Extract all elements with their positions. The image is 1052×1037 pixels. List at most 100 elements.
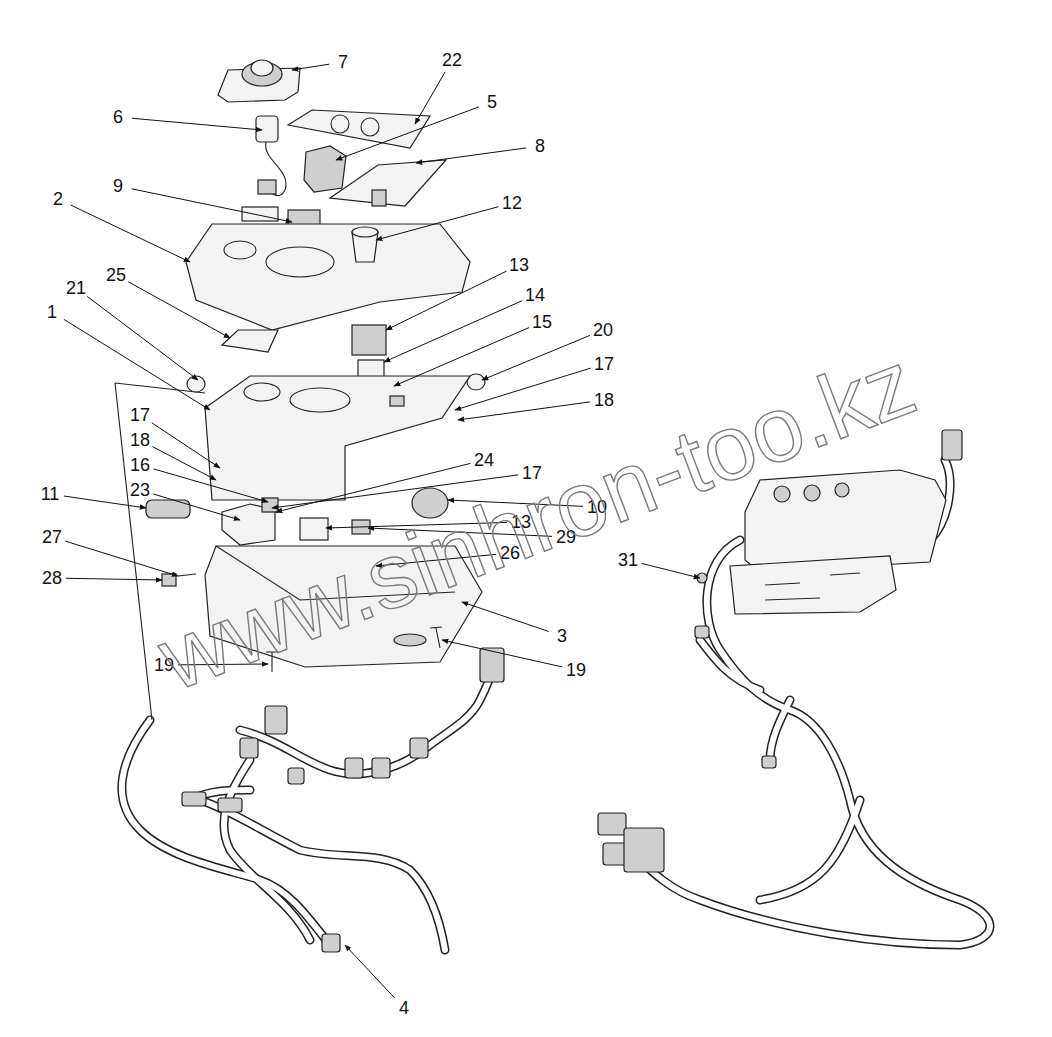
callout-number: 21	[64, 278, 88, 298]
panel-clip	[372, 190, 386, 206]
plug-connector	[624, 828, 664, 872]
right-assembly	[697, 470, 946, 614]
leader-line	[132, 189, 292, 222]
leader-line	[178, 664, 268, 666]
leader-line	[394, 328, 529, 386]
plug-connector	[265, 706, 287, 734]
callout-number: 18	[592, 390, 616, 410]
switch	[304, 146, 346, 192]
callout-number: 1	[45, 302, 59, 322]
frame-hole	[244, 383, 280, 401]
leader-line	[442, 640, 562, 667]
leader-line	[132, 118, 262, 130]
wire-harness	[122, 430, 990, 952]
cable	[224, 760, 310, 940]
leader-line	[455, 368, 591, 410]
plug-connector	[372, 758, 390, 778]
gasket	[288, 110, 430, 148]
connector	[412, 488, 448, 518]
callout-number: 13	[509, 512, 533, 532]
lower-shell	[205, 546, 482, 667]
callout-number: 15	[530, 312, 554, 332]
cover-hole	[224, 241, 256, 259]
plug-connector	[322, 934, 340, 952]
callout-number: 22	[440, 50, 464, 70]
callout-number: 14	[523, 285, 547, 305]
gasket-hole	[331, 115, 349, 133]
sensor	[256, 116, 278, 142]
leader-line	[152, 447, 216, 480]
cable	[760, 800, 860, 900]
bracket-slot	[765, 573, 860, 600]
leader-line	[376, 207, 498, 240]
left-assembly	[115, 60, 485, 720]
callout-number: 26	[498, 543, 522, 563]
callout-number: 19	[152, 655, 176, 675]
plug-connector	[182, 792, 206, 806]
callout-number: 11	[39, 484, 62, 504]
leader-line	[376, 554, 496, 566]
leader-line	[152, 423, 220, 468]
callout-number: 5	[485, 92, 499, 112]
knob	[835, 483, 849, 497]
switch-plate	[242, 207, 278, 221]
leader-line	[276, 463, 470, 512]
clip	[300, 518, 328, 540]
screw	[430, 627, 442, 648]
callout-number: 31	[616, 550, 640, 570]
leader-line	[272, 475, 518, 508]
knob	[774, 486, 790, 502]
callout-number: 17	[592, 354, 616, 374]
frame	[205, 376, 470, 500]
callout-number: 6	[111, 107, 125, 127]
callout-number: 8	[533, 136, 547, 156]
cable-outline	[760, 800, 860, 900]
cable	[700, 640, 760, 690]
callout-number: 4	[397, 998, 411, 1018]
leader-line	[71, 205, 190, 262]
shell-edge	[216, 546, 455, 600]
plug-connector	[288, 768, 304, 784]
callout-number: 27	[40, 527, 64, 547]
leader-line	[642, 563, 700, 578]
callout-number: 28	[40, 568, 64, 588]
switch-block	[352, 325, 386, 355]
cable	[200, 800, 445, 950]
plug-connector	[410, 738, 428, 758]
callout-number: 18	[128, 430, 152, 450]
callout-number: 25	[104, 265, 128, 285]
mount-bracket	[730, 556, 896, 614]
clip	[262, 498, 278, 512]
callout-number: 24	[472, 450, 496, 470]
leader-line	[292, 64, 329, 70]
console-housing	[745, 470, 946, 572]
callout-number: 16	[128, 455, 152, 475]
cable	[240, 670, 492, 774]
callout-number: 12	[500, 193, 524, 213]
leader-line	[345, 945, 394, 998]
cap-top	[352, 227, 378, 237]
nut	[390, 396, 404, 406]
leader-line	[448, 500, 583, 506]
leader-line	[64, 319, 210, 410]
plug-connector	[345, 758, 363, 778]
sensor-plug	[258, 180, 276, 194]
callout-number: 19	[564, 660, 588, 680]
cable-outline	[240, 670, 492, 774]
leader-line	[153, 494, 240, 520]
plug-connector	[598, 813, 626, 835]
plug-connector	[762, 756, 776, 768]
callout-number: 20	[591, 320, 615, 340]
leader-line	[336, 107, 479, 160]
gasket	[222, 330, 278, 352]
callout-number: 23	[128, 480, 152, 500]
plug-connector	[695, 626, 709, 638]
callout-number: 7	[336, 52, 350, 72]
pin	[178, 574, 196, 576]
leader-line	[416, 148, 526, 163]
shell-hole	[394, 634, 426, 646]
leader-line	[65, 541, 178, 576]
leader-line	[384, 301, 522, 362]
knob-top	[251, 60, 273, 76]
